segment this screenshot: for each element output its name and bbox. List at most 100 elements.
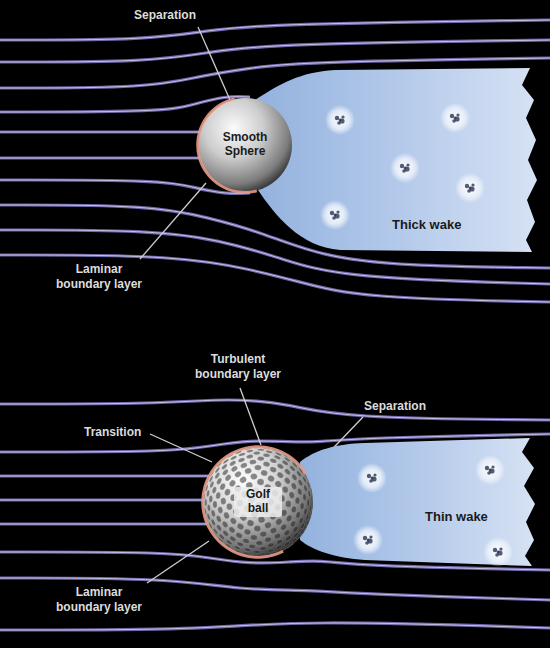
streamline-core (0, 524, 207, 525)
vortex-glow (325, 105, 355, 135)
dimple (239, 476, 248, 485)
dimple (276, 471, 285, 479)
vortex (390, 153, 420, 183)
vortex-core (337, 121, 341, 125)
streamline-core (0, 180, 250, 193)
dimple (269, 527, 278, 535)
dimple (303, 485, 308, 492)
callout-label: Turbulent boundary layer (180, 352, 296, 382)
vortex-core (465, 184, 469, 188)
dimple (257, 456, 264, 461)
dimple (256, 541, 263, 546)
dimple (229, 535, 237, 542)
vortex-core (334, 214, 337, 217)
vortex-core (452, 119, 456, 123)
vortex-core (454, 117, 457, 120)
callout-label: Laminar boundary layer (50, 262, 148, 292)
shape-label: Thick wake (392, 218, 461, 233)
wake-group (255, 68, 537, 252)
vortex-group (320, 103, 485, 230)
dimple (221, 463, 228, 470)
dimple (295, 497, 300, 504)
streamline-core (0, 500, 203, 501)
streamline-core (0, 255, 550, 302)
dimple (269, 466, 277, 474)
streamline (0, 623, 550, 630)
dimple (308, 490, 311, 497)
vortex-core (330, 211, 334, 215)
dimple (260, 531, 268, 538)
sphere-group (201, 445, 313, 559)
vortex-core (485, 466, 489, 470)
streamline-core (0, 476, 209, 477)
vortex-core (467, 189, 471, 193)
streamline (0, 180, 250, 193)
streamline (0, 474, 209, 477)
streamline-group (0, 20, 550, 630)
vortex-core (402, 169, 406, 173)
dimple (274, 517, 283, 526)
vortex-core (456, 113, 459, 116)
dimple (209, 495, 213, 502)
vortex-glow (440, 103, 470, 133)
dimple (284, 468, 292, 476)
vortex-core (469, 187, 472, 190)
smooth-sphere: Smooth Sphere (196, 96, 294, 194)
vortex-core (371, 477, 374, 480)
vortex-core (489, 469, 492, 472)
dimple (249, 544, 256, 549)
dimple (222, 529, 230, 537)
vortex-core (336, 210, 339, 213)
dimple (229, 460, 237, 467)
dimple (284, 541, 291, 547)
vortex-glow (357, 463, 387, 493)
wake-region (300, 438, 535, 566)
leader-line (198, 27, 230, 100)
golf-ball: Golf ball (201, 445, 315, 559)
dimple (297, 479, 303, 487)
dimple (291, 473, 298, 481)
dimple (264, 521, 273, 529)
streamline-core (0, 400, 550, 420)
dimple (221, 498, 226, 505)
vortex (325, 105, 355, 135)
vortex-glow (320, 200, 350, 230)
streamline (0, 400, 550, 420)
vortex-core (341, 115, 344, 118)
dimple (228, 526, 236, 534)
dimple (285, 500, 291, 507)
vortex-core (471, 183, 474, 186)
dimple (267, 474, 276, 482)
dimple (217, 506, 223, 514)
dimple (216, 524, 223, 532)
text-holder: Smooth Sphere (196, 96, 294, 194)
leader-line (140, 183, 206, 259)
dimple (303, 508, 308, 515)
shape-label: Golf ball (234, 487, 282, 517)
vortex-core (497, 551, 500, 554)
dimple (207, 504, 211, 511)
vortex-core (493, 548, 497, 552)
dimple (211, 510, 216, 518)
vortex (475, 455, 505, 485)
streamline-core (0, 158, 200, 159)
dimple (260, 470, 268, 477)
vortex-core (495, 553, 499, 557)
dimple (263, 461, 271, 467)
dimple (224, 488, 231, 496)
dimple (210, 519, 216, 526)
dimple (309, 505, 312, 512)
dimple (283, 476, 291, 485)
dimple (276, 538, 284, 545)
vortex-core (491, 465, 494, 468)
vortex-core (363, 536, 367, 540)
vortex-glow (390, 153, 420, 183)
dimple (281, 485, 289, 494)
dimple (236, 541, 244, 547)
streamline-core (0, 623, 550, 630)
dimple (223, 511, 231, 519)
vortex-core (332, 216, 336, 220)
dimple (254, 550, 261, 553)
streamline (0, 20, 550, 40)
